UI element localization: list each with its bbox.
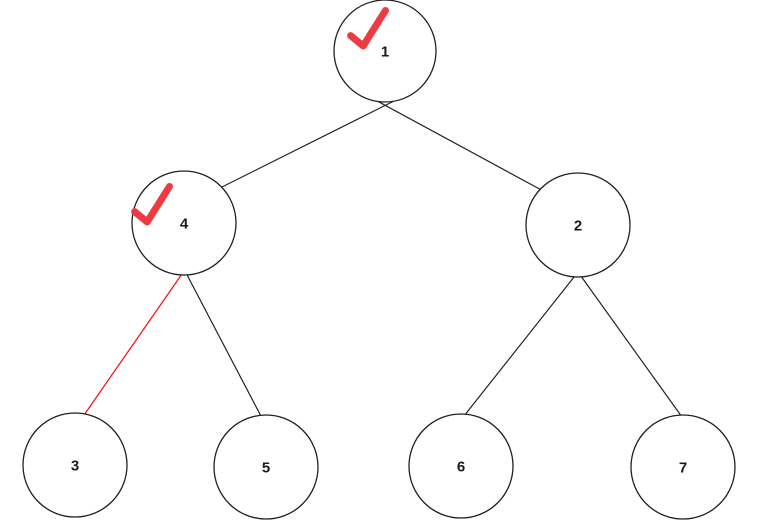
node-circle-7: [630, 414, 736, 520]
tree-edge-1-2: [367, 95, 546, 193]
node-label-5: 5: [262, 460, 270, 477]
tree-node-5: 5: [213, 414, 319, 520]
node-label-1: 1: [381, 44, 389, 61]
node-circle-4: [131, 170, 237, 276]
tree-node-3: 3: [22, 412, 128, 518]
checkmark-icon: [347, 7, 389, 50]
tree-edge-1-4: [217, 95, 405, 190]
node-circle-6: [408, 413, 514, 519]
tree-node-7: 7: [630, 414, 736, 520]
tree-edge-4-5: [184, 270, 264, 421]
checkmark-icon: [131, 183, 173, 226]
tree-node-1: 1: [333, 0, 437, 103]
tree-node-2: 2: [525, 172, 631, 278]
node-label-3: 3: [71, 458, 79, 475]
node-label-6: 6: [457, 459, 465, 476]
node-circle-2: [525, 172, 631, 278]
tree-edge-4-3-highlighted: [81, 270, 185, 419]
node-circle-3: [22, 412, 128, 518]
node-label-2: 2: [574, 218, 582, 235]
tree-node-6: 6: [408, 413, 514, 519]
tree-node-4: 4: [131, 170, 237, 276]
node-label-4: 4: [180, 216, 189, 233]
node-circle-1: [333, 0, 437, 103]
tree-edge-2-7: [577, 271, 683, 418]
node-label-7: 7: [679, 460, 687, 477]
node-circle-5: [213, 414, 319, 520]
tree-edge-2-6: [463, 271, 579, 417]
